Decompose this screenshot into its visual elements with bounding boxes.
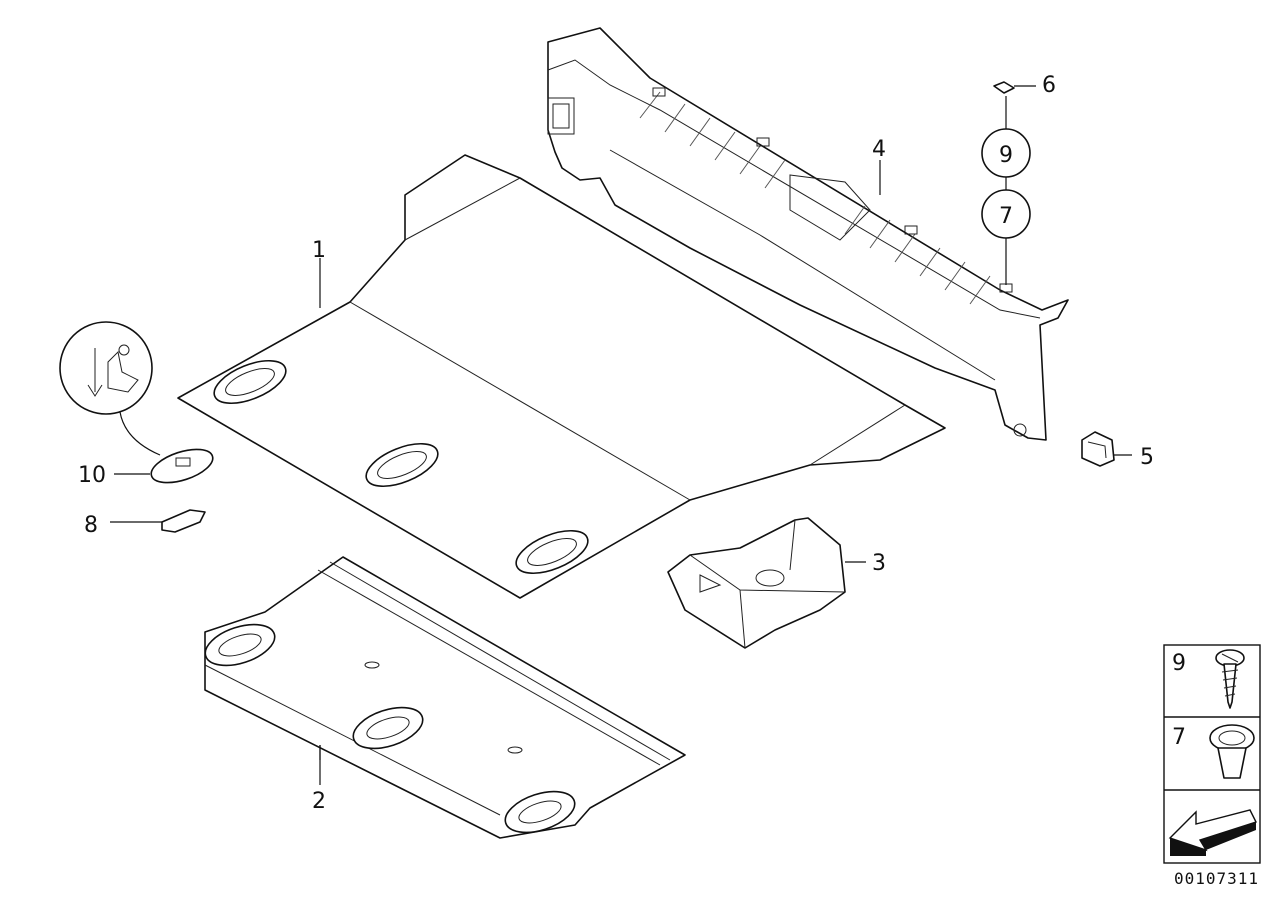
reference-number: 9 <box>999 143 1013 168</box>
catalog-code: 00107311 <box>1174 869 1259 888</box>
lower-floor-panel[interactable] <box>200 556 686 840</box>
loading-sill-trim[interactable] <box>547 27 1069 441</box>
floor-trim-panel[interactable] <box>177 154 946 599</box>
part-label-6: 6 <box>1042 73 1056 98</box>
small-pad-part[interactable] <box>993 81 1015 94</box>
reference-circle-7: 7 <box>981 189 1031 239</box>
panel-mount-pad <box>204 623 276 667</box>
part-label-1: 1 <box>312 238 326 263</box>
clip-part[interactable] <box>1081 431 1115 467</box>
part-label-10: 10 <box>78 463 106 488</box>
panel-mount-pad <box>352 706 424 750</box>
child-seat-symbol-callout <box>59 321 161 456</box>
reference-number: 7 <box>999 204 1013 229</box>
support-bracket[interactable] <box>667 517 846 649</box>
part-label-3: 3 <box>872 551 886 576</box>
fastener-legend: 9 7 <box>1163 644 1261 864</box>
small-bracket-part[interactable] <box>161 509 206 533</box>
screw-icon <box>1215 649 1245 709</box>
part-label-5: 5 <box>1140 445 1154 470</box>
panel-mount-pad <box>504 790 576 834</box>
child-seat-icon <box>87 344 139 397</box>
legend-item-7: 7 <box>1172 724 1255 779</box>
cover-part[interactable] <box>147 443 217 489</box>
part-label-8: 8 <box>84 513 98 538</box>
direction-arrow-icon <box>1168 809 1257 856</box>
floor-panel-opening <box>213 359 287 405</box>
floor-panel-opening <box>515 529 589 575</box>
part-label-4: 4 <box>872 137 886 162</box>
clip-nut-icon <box>1209 724 1255 779</box>
legend-number: 7 <box>1172 725 1186 750</box>
legend-number: 9 <box>1172 651 1186 676</box>
reference-circle-9: 9 <box>981 128 1031 178</box>
part-label-2: 2 <box>312 789 326 814</box>
floor-panel-opening <box>365 442 439 488</box>
legend-item-9: 9 <box>1172 649 1245 709</box>
